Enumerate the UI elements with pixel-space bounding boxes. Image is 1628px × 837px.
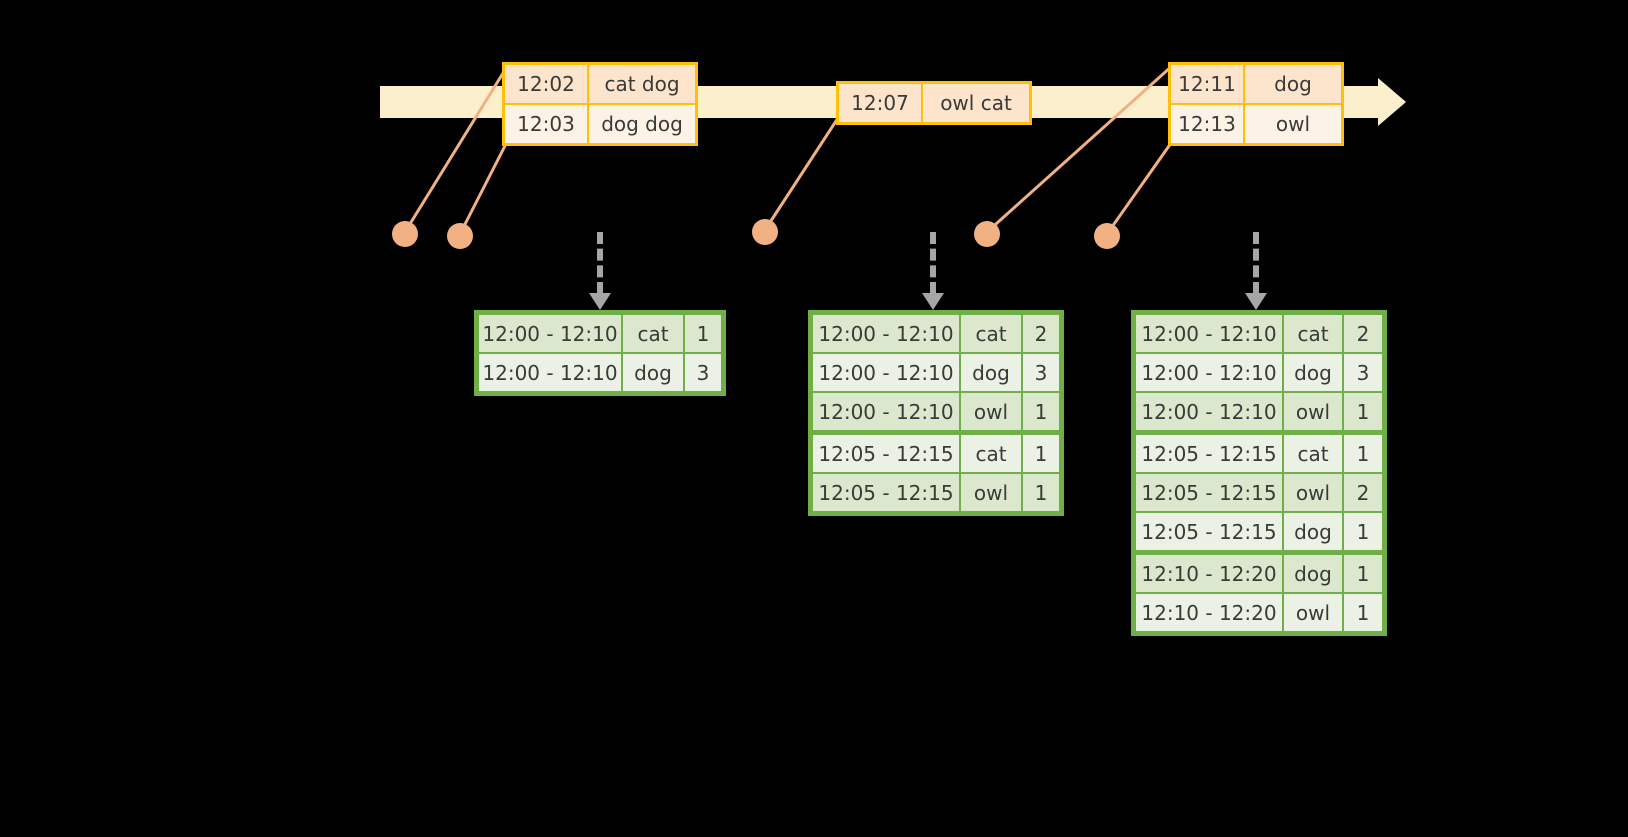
cell-word: dog: [1284, 354, 1342, 391]
event-time: 12:03: [505, 105, 589, 143]
event-time: 12:07: [839, 84, 923, 122]
cell-count: 2: [1344, 474, 1382, 511]
cell-count: 1: [685, 315, 721, 352]
dashed-arrow-1: [589, 232, 611, 310]
dashed-arrow-shaft: [930, 232, 936, 294]
cell-window: 12:10 - 12:20: [1136, 555, 1282, 592]
cell-window: 12:00 - 12:10: [479, 315, 621, 352]
cell-window: 12:00 - 12:10: [813, 393, 959, 430]
event-words: owl cat: [923, 84, 1029, 122]
event-words: cat dog: [589, 65, 695, 103]
cell-word: dog: [623, 354, 683, 391]
cell-window: 12:00 - 12:10: [1136, 315, 1282, 352]
cell-word: owl: [961, 393, 1021, 430]
connector-line-5: [1105, 135, 1178, 235]
connector-dot-2: [447, 223, 473, 249]
cell-word: cat: [1284, 315, 1342, 352]
dashed-arrow-head-icon: [1245, 293, 1267, 310]
cell-window: 12:00 - 12:10: [813, 354, 959, 391]
cell-word: cat: [961, 435, 1021, 472]
event-words: owl: [1245, 105, 1341, 143]
cell-window: 12:05 - 12:15: [1136, 474, 1282, 511]
cell-word: owl: [961, 474, 1021, 511]
cell-count: 1: [1023, 474, 1059, 511]
cell-window: 12:05 - 12:15: [1136, 435, 1282, 472]
timeline-event-box-1: 12:02 cat dog 12:03 dog dog: [502, 62, 698, 146]
connector-dot-1: [392, 221, 418, 247]
timeline-event-box-3: 12:11 dog 12:13 owl: [1168, 62, 1344, 146]
cell-count: 1: [1344, 594, 1382, 631]
cell-count: 3: [685, 354, 721, 391]
cell-count: 1: [1344, 435, 1382, 472]
cell-count: 1: [1344, 555, 1382, 592]
cell-word: dog: [1284, 513, 1342, 550]
dashed-arrow-2: [922, 232, 944, 310]
connector-line-3: [763, 117, 840, 231]
timeline-event-row: 12:07 owl cat: [839, 84, 1029, 122]
event-time: 12:13: [1171, 105, 1245, 143]
cell-count: 1: [1023, 393, 1059, 430]
timeline-event-row: 12:13 owl: [1171, 103, 1341, 143]
cell-word: owl: [1284, 594, 1342, 631]
timeline-arrow-icon: [1378, 78, 1406, 126]
cell-word: owl: [1284, 393, 1342, 430]
cell-word: dog: [1284, 555, 1342, 592]
dashed-arrow-shaft: [597, 232, 603, 294]
cell-window: 12:05 - 12:15: [813, 435, 959, 472]
event-words: dog: [1245, 65, 1341, 103]
cell-word: owl: [1284, 474, 1342, 511]
dashed-arrow-3: [1245, 232, 1267, 310]
cell-window: 12:05 - 12:15: [1136, 513, 1282, 550]
connector-line-2: [458, 135, 512, 235]
cell-count: 2: [1023, 315, 1059, 352]
timeline-event-row: 12:03 dog dog: [505, 103, 695, 143]
cell-word: cat: [623, 315, 683, 352]
event-words: dog dog: [589, 105, 695, 143]
dashed-arrow-shaft: [1253, 232, 1259, 294]
cell-window: 12:10 - 12:20: [1136, 594, 1282, 631]
cell-window: 12:00 - 12:10: [1136, 354, 1282, 391]
cell-count: 1: [1344, 513, 1382, 550]
cell-window: 12:05 - 12:15: [813, 474, 959, 511]
cell-count: 1: [1023, 435, 1059, 472]
cell-count: 1: [1344, 393, 1382, 430]
timeline-event-row: 12:02 cat dog: [505, 65, 695, 103]
dashed-arrow-head-icon: [589, 293, 611, 310]
cell-word: cat: [1284, 435, 1342, 472]
connector-dot-3: [752, 219, 778, 245]
cell-count: 3: [1344, 354, 1382, 391]
cell-window: 12:00 - 12:10: [813, 315, 959, 352]
dashed-arrow-head-icon: [922, 293, 944, 310]
cell-window: 12:00 - 12:10: [479, 354, 621, 391]
timeline-event-box-2: 12:07 owl cat: [836, 81, 1032, 125]
cell-word: cat: [961, 315, 1021, 352]
event-time: 12:02: [505, 65, 589, 103]
cell-count: 3: [1023, 354, 1059, 391]
timeline-event-row: 12:11 dog: [1171, 65, 1341, 103]
cell-window: 12:00 - 12:10: [1136, 393, 1282, 430]
cell-count: 2: [1344, 315, 1382, 352]
event-time: 12:11: [1171, 65, 1245, 103]
connector-dot-5: [1094, 223, 1120, 249]
cell-word: dog: [961, 354, 1021, 391]
connector-dot-4: [974, 221, 1000, 247]
